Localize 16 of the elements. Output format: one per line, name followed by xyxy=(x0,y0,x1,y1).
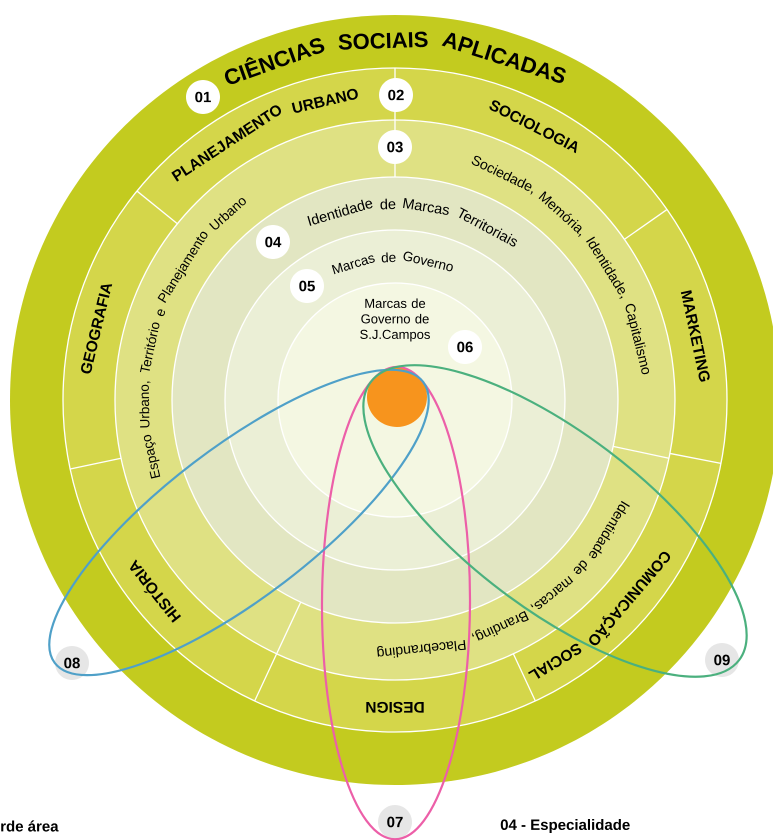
number-badge: 07 xyxy=(378,805,412,839)
footer-text: 04 - Especialidade xyxy=(500,819,630,833)
number-badge: 03 xyxy=(378,130,412,164)
number-badge: 06 xyxy=(448,330,482,364)
number-badge: 01 xyxy=(186,80,220,114)
footer-text: rde área xyxy=(1,820,59,832)
loop-line xyxy=(48,368,430,676)
number-badge: 05 xyxy=(290,269,324,303)
center-dot xyxy=(367,367,427,427)
node-label: DESIGN xyxy=(366,702,424,713)
number-badge: 08 xyxy=(55,646,89,680)
loop-line xyxy=(362,364,748,678)
number-badge: 02 xyxy=(379,78,413,112)
number-badge: 09 xyxy=(705,643,739,677)
number-badge: 04 xyxy=(256,225,290,259)
loop-line xyxy=(320,366,472,840)
